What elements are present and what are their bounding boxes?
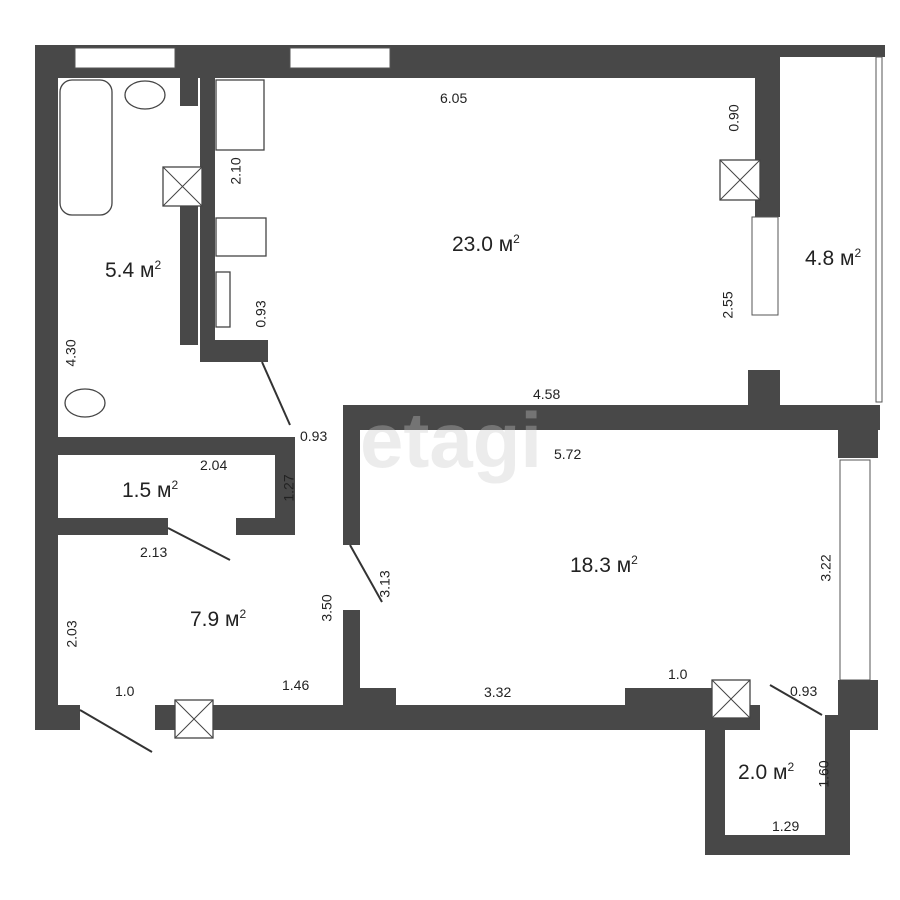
dimension: 4.58 bbox=[533, 386, 561, 402]
window bbox=[74, 47, 176, 69]
toilet bbox=[64, 388, 106, 418]
wall bbox=[396, 705, 760, 730]
dimension: 0.93 bbox=[790, 683, 818, 699]
wall bbox=[705, 835, 850, 855]
wall bbox=[35, 705, 80, 730]
door bbox=[349, 544, 383, 603]
room-area-storage: 2.0 м2 bbox=[738, 760, 795, 784]
room-area-kitchen: 23.0 м2 bbox=[452, 232, 520, 256]
dimension: 2.55 bbox=[719, 291, 736, 319]
kitchen-sink bbox=[215, 79, 265, 151]
dimension: 2.10 bbox=[227, 157, 244, 185]
dimension: 2.03 bbox=[63, 620, 80, 648]
wall bbox=[705, 730, 725, 855]
wall bbox=[180, 78, 198, 106]
room-area-room: 18.3 м2 bbox=[570, 553, 638, 577]
sink bbox=[124, 80, 166, 110]
door bbox=[261, 361, 291, 426]
room-area-closet: 1.5 м2 bbox=[122, 478, 179, 502]
dimension: 1.0 bbox=[668, 666, 688, 682]
wall bbox=[180, 200, 198, 345]
dimension: 2.13 bbox=[140, 544, 168, 560]
door bbox=[769, 684, 823, 716]
window bbox=[839, 459, 871, 681]
room-area-balcony: 4.8 м2 bbox=[805, 246, 862, 270]
dimension: 4.30 bbox=[62, 339, 79, 367]
wall bbox=[343, 688, 396, 730]
window bbox=[751, 216, 779, 316]
counter bbox=[215, 271, 231, 328]
dimension: 1.29 bbox=[772, 818, 800, 834]
dimension: 1.0 bbox=[115, 683, 135, 699]
wall bbox=[58, 518, 168, 535]
wall bbox=[748, 370, 780, 408]
watermark: etagi bbox=[360, 396, 543, 484]
wall bbox=[35, 437, 275, 455]
dimension: 3.13 bbox=[376, 570, 393, 598]
stove bbox=[215, 217, 267, 257]
wall bbox=[625, 688, 715, 708]
dimension: 3.32 bbox=[484, 684, 512, 700]
room-area-hallway: 7.9 м2 bbox=[190, 607, 247, 631]
dimension: 3.50 bbox=[318, 594, 335, 622]
bathtub bbox=[59, 79, 113, 216]
wall bbox=[236, 518, 276, 535]
dimension: 1.27 bbox=[280, 474, 297, 502]
wall bbox=[200, 78, 215, 355]
dimension: 5.72 bbox=[554, 446, 582, 462]
dimension: 0.93 bbox=[252, 300, 269, 328]
wall bbox=[200, 340, 268, 362]
dimension: 1.46 bbox=[282, 677, 310, 693]
balcony-glazing bbox=[875, 56, 883, 403]
wall bbox=[343, 405, 880, 430]
dimension: 0.90 bbox=[725, 104, 742, 132]
wall bbox=[35, 45, 58, 730]
dimension: 1.60 bbox=[815, 760, 832, 788]
door bbox=[167, 527, 231, 561]
room-area-bathroom: 5.4 м2 bbox=[105, 258, 162, 282]
wall bbox=[765, 45, 885, 57]
wall bbox=[343, 405, 360, 545]
window bbox=[289, 47, 391, 69]
door bbox=[79, 709, 153, 753]
dimension: 6.05 bbox=[440, 90, 468, 106]
dimension: 3.22 bbox=[817, 554, 834, 582]
dimension: 2.04 bbox=[200, 457, 228, 473]
wall bbox=[275, 437, 295, 535]
dimension: 0.93 bbox=[300, 428, 328, 444]
wall bbox=[825, 715, 850, 855]
wall bbox=[838, 430, 878, 458]
